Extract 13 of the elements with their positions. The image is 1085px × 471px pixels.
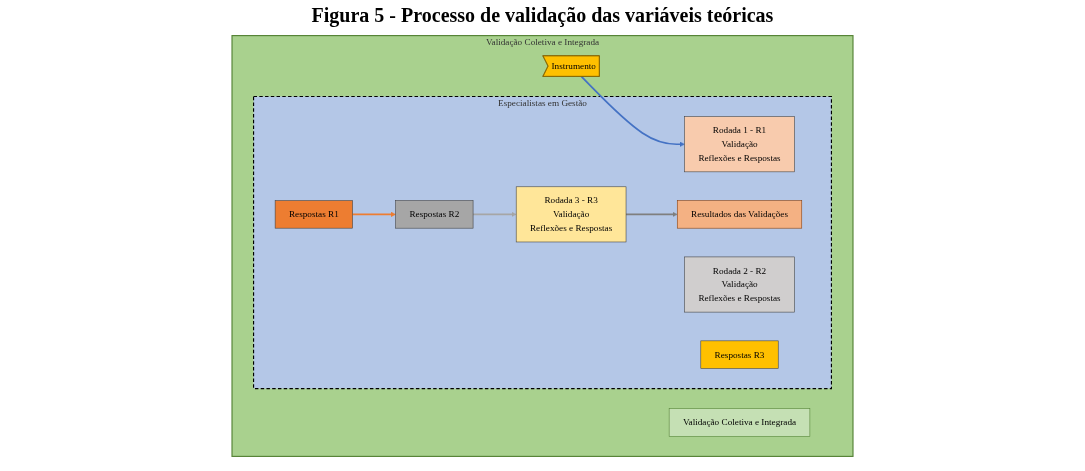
node-box: Respostas R1	[274, 200, 353, 229]
node-box: Respostas R2	[395, 200, 474, 229]
arrow	[580, 75, 685, 147]
node-box: Validação Coletiva e Integrada	[668, 408, 811, 437]
node-box: Resultados das Validações	[677, 200, 803, 229]
node-box: Rodada 2 - R2 Validação Reflexões e Respostas	[684, 256, 795, 313]
arrow	[472, 211, 517, 217]
arrow	[351, 211, 396, 217]
node-box: Rodada 1 - R1 Validação Reflexões e Respostas	[684, 116, 795, 173]
node-box: Rodada 3 - R3 Validação Reflexões e Respostas	[515, 186, 627, 243]
figure-title: Figura 5 - Processo de validação das variáveis teóricas	[310, 4, 775, 27]
node-box: Respostas R3	[700, 340, 779, 369]
arrow	[625, 211, 678, 217]
